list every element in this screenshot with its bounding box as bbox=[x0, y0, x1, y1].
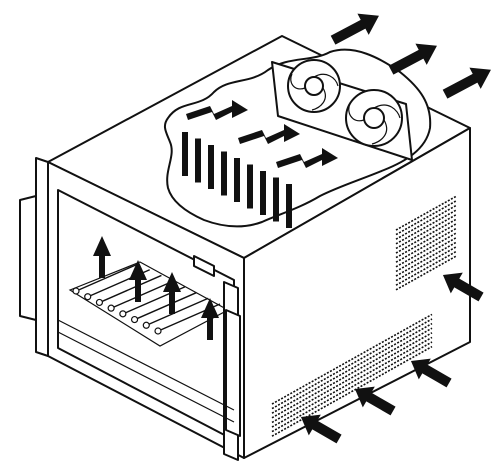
card-rail bbox=[73, 263, 139, 293]
card-ejector bbox=[72, 287, 80, 295]
card-ejector bbox=[142, 321, 150, 329]
card-ejector bbox=[95, 298, 104, 307]
internal-slot bbox=[273, 177, 279, 222]
vent-slot-row bbox=[395, 241, 457, 277]
vent-slot-row bbox=[271, 318, 433, 410]
intake-arrow bbox=[442, 272, 484, 302]
vent-slot-row bbox=[271, 332, 433, 424]
intake-arrow bbox=[354, 386, 396, 416]
handle-right bbox=[225, 309, 241, 437]
exhaust-arrow bbox=[330, 13, 379, 45]
front-indicator-window bbox=[193, 255, 215, 277]
vent-slot-row bbox=[395, 255, 457, 291]
fan-right-hub bbox=[363, 107, 385, 129]
card-ejector bbox=[119, 310, 127, 318]
card-ejector bbox=[154, 327, 162, 335]
card-ejector bbox=[130, 315, 139, 324]
fan-tray bbox=[271, 59, 413, 161]
vent-slot-row bbox=[271, 313, 433, 405]
vent-slot-row bbox=[395, 200, 457, 236]
internal-arrow bbox=[238, 124, 300, 144]
internal-arrow bbox=[276, 148, 338, 168]
card-cage-arrow bbox=[163, 272, 181, 314]
vent-slot-row bbox=[271, 336, 433, 428]
fan-right bbox=[345, 89, 403, 147]
vent-slot-row bbox=[395, 250, 457, 286]
bottom-rail bbox=[57, 319, 235, 423]
card-rail bbox=[97, 274, 162, 305]
vent-slot-row bbox=[395, 218, 457, 254]
internal-slot bbox=[260, 171, 266, 215]
card-cage-arrow bbox=[201, 298, 219, 340]
vent-slot-row bbox=[271, 322, 433, 414]
airflow-arrows bbox=[93, 13, 491, 444]
handle-left bbox=[19, 195, 37, 321]
rack-ear-left bbox=[35, 157, 49, 357]
vent-slot-row bbox=[271, 345, 433, 437]
card-rail bbox=[132, 291, 197, 322]
internal-slot bbox=[208, 145, 214, 189]
internal-slot bbox=[286, 184, 292, 228]
vent-slot-row bbox=[395, 195, 457, 231]
vent-slot-row bbox=[271, 341, 433, 433]
fan-left-hub bbox=[304, 76, 324, 96]
card-cage-arrow bbox=[129, 260, 147, 302]
exhaust-arrow bbox=[388, 43, 437, 75]
card-cage-arrow bbox=[93, 236, 111, 278]
vent-slot-row bbox=[395, 227, 457, 263]
card-ejector bbox=[84, 293, 92, 301]
side-vent-upper bbox=[395, 195, 457, 291]
intake-arrow bbox=[410, 358, 452, 388]
vent-slot-row bbox=[395, 204, 457, 240]
internal-slot bbox=[234, 158, 240, 202]
internal-slot bbox=[221, 151, 227, 196]
vent-slot-row bbox=[395, 232, 457, 268]
internal-slots bbox=[182, 132, 292, 228]
internal-arrow bbox=[186, 100, 248, 120]
internal-slot bbox=[182, 132, 188, 176]
intake-arrow bbox=[300, 414, 342, 444]
card-rail bbox=[108, 280, 174, 310]
side-vent-lower bbox=[271, 313, 433, 437]
vent-slot-row bbox=[395, 223, 457, 259]
internal-slot bbox=[195, 138, 201, 183]
vent-slot-row bbox=[395, 246, 457, 282]
vent-slot-row bbox=[271, 327, 433, 419]
fan-left bbox=[287, 59, 341, 113]
vent-slot-row bbox=[395, 237, 457, 273]
exhaust-arrow bbox=[442, 67, 491, 99]
vent-slot-row bbox=[395, 209, 457, 245]
internal-slot bbox=[247, 164, 253, 209]
card-rail bbox=[144, 297, 209, 327]
card-ejector bbox=[107, 304, 115, 312]
vent-slot-row bbox=[395, 214, 457, 250]
